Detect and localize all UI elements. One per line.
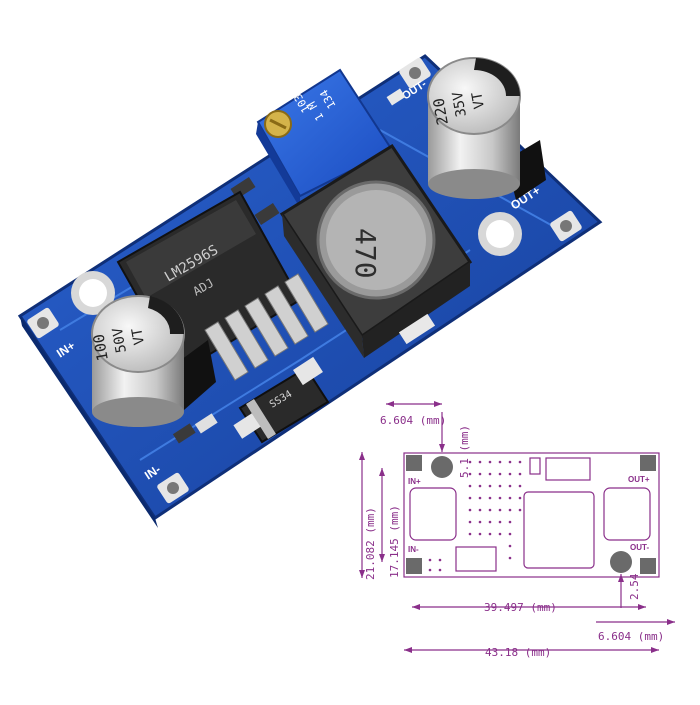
mounting-hole-left	[71, 271, 115, 315]
drawing-in-minus: IN-	[408, 545, 419, 554]
drawing-out-plus: OUT+	[628, 475, 650, 484]
dim-right-vertical: 2.54	[628, 573, 641, 600]
dimension-drawing	[359, 401, 675, 653]
dim-height-inner: 17.145 (mm)	[388, 505, 401, 578]
pad-in-plus	[27, 307, 59, 339]
dim-top-hole-offset: 6.604 (mm)	[380, 414, 446, 427]
dim-width-inner: 39.497 (mm)	[484, 601, 557, 614]
cap-left-voltage: 50V	[110, 326, 130, 354]
drawing-hole-bottom	[610, 551, 632, 573]
ic-legs	[204, 273, 329, 381]
pad-in-minus	[157, 472, 189, 504]
dim-height-outer: 21.082 (mm)	[364, 507, 377, 580]
pad-out-minus	[550, 210, 582, 242]
dim-bottom-hole-offset: 6.604 (mm)	[598, 630, 664, 643]
drawing-in-plus: IN+	[408, 477, 421, 486]
dim-top-vertical: 5.1 (mm)	[458, 425, 471, 478]
drawing-out-minus: OUT-	[630, 543, 649, 552]
dim-width-outer: 43.18 (mm)	[485, 646, 551, 659]
cap-right-brand: VT	[469, 90, 488, 110]
inductor-label: 470	[349, 228, 382, 279]
cap-right-value: 220	[430, 97, 452, 127]
cap-left-value: 100	[90, 333, 112, 363]
cap-left-brand: VT	[129, 326, 148, 346]
capacitor-left: 100 50V VT	[90, 295, 216, 427]
schottky-diode: SS34	[233, 356, 330, 444]
cap-right-voltage: 35V	[450, 90, 470, 118]
drawing-dot-grid	[428, 460, 522, 572]
pad-out-plus	[399, 57, 431, 89]
capacitor-right: 220 35V VT	[427, 57, 546, 200]
trimmer-potentiometer: 103 1 M 134	[256, 68, 394, 208]
mounting-hole-right	[478, 212, 522, 256]
drawing-hole-top	[431, 456, 453, 478]
inductor: 470	[279, 143, 473, 358]
